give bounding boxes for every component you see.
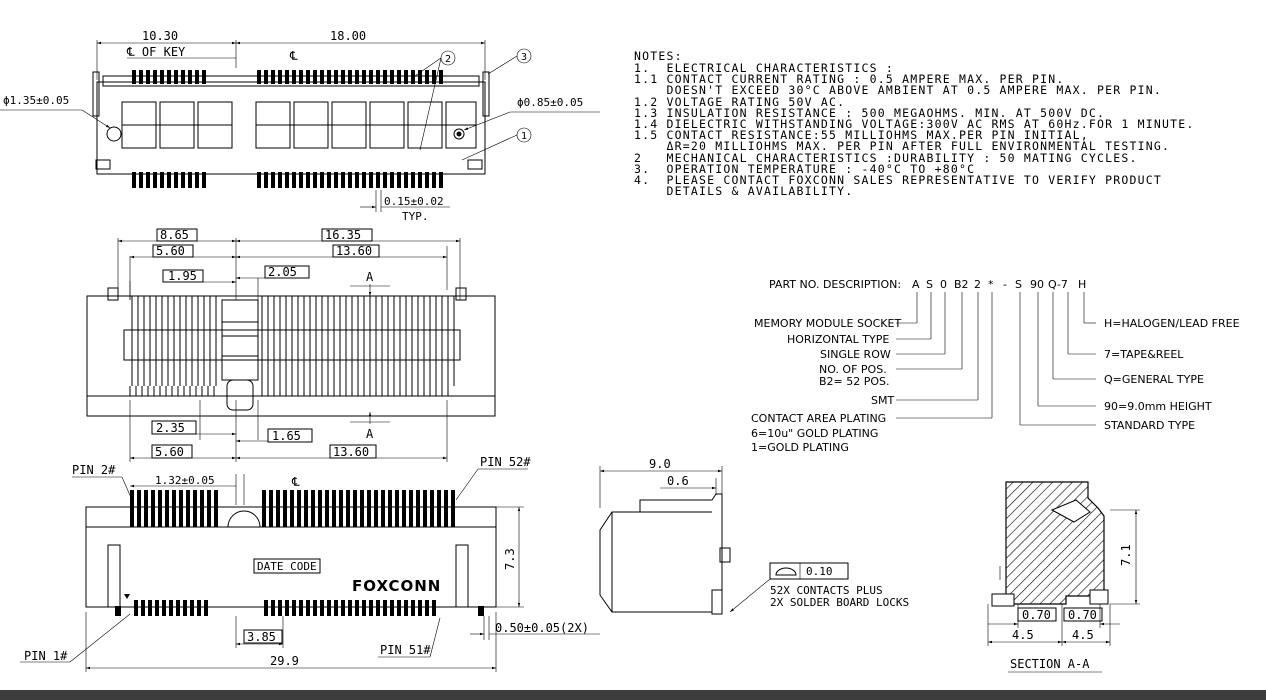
foxconn-logo: FOXCONN xyxy=(352,577,441,595)
dim-1-65: 1.65 xyxy=(272,429,301,443)
note-line: ΔR=20 MILLIOHMS MAX. PER PIN AFTER FULL … xyxy=(634,139,1170,153)
part-option: 90=9.0mm HEIGHT xyxy=(1104,400,1212,413)
part-code: S xyxy=(926,278,933,291)
part-label: SMT xyxy=(871,394,894,407)
note-line: 2 MECHANICAL CHARACTERISTICS :DURABILITY… xyxy=(634,151,1138,165)
flatness-value: 0.10 xyxy=(806,565,833,578)
front-view: 8.65 16.35 5.60 13.60 1.95 2.05 A xyxy=(86,228,496,462)
dim-18-00: 18.00 xyxy=(330,29,366,43)
part-code: 2 xyxy=(974,278,981,291)
dim-13-60: 13.60 xyxy=(336,244,372,258)
dim-4-5-b: 4.5 xyxy=(1072,628,1094,642)
dim-4-5-a: 4.5 xyxy=(1012,628,1034,642)
part-label: NO. OF POS. xyxy=(819,363,887,376)
section-marker-bottom: A xyxy=(366,427,374,441)
note-line: DETAILS & AVAILABILITY. xyxy=(634,184,853,198)
typ-label: TYP. xyxy=(402,210,429,223)
part-label: B2= 52 POS. xyxy=(819,375,890,388)
part-label: SINGLE ROW xyxy=(820,348,891,361)
pin2-label: PIN 2# xyxy=(72,463,116,477)
svg-text:3: 3 xyxy=(521,52,527,63)
section-a-a: 7.1 0.70 0.70 4.5 4.5 SECTION A-A xyxy=(987,481,1140,673)
part-label: 6=10u" GOLD PLATING xyxy=(751,427,878,440)
dim-5-60: 5.60 xyxy=(156,244,185,258)
pin52-label: PIN 52# xyxy=(480,455,531,469)
svg-text:2: 2 xyxy=(445,54,451,65)
pitch-1-32: 1.32±0.05 xyxy=(155,474,215,487)
front-contact-fingers xyxy=(123,296,461,396)
dim-13-60-lower: 13.60 xyxy=(333,445,369,459)
dim-2-35: 2.35 xyxy=(156,421,185,435)
dim-7-1: 7.1 xyxy=(1119,544,1133,566)
part-code: A xyxy=(912,278,920,291)
dim-8-65: 8.65 xyxy=(160,228,189,242)
note-line: 1.2 VOLTAGE RATING 50V AC. xyxy=(634,95,845,109)
dim-29-9: 29.9 xyxy=(270,654,299,668)
part-label: HORIZONTAL TYPE xyxy=(787,333,889,346)
note-line: 3. OPERATION TEMPERATURE : -40°C TO +80°… xyxy=(634,162,975,176)
date-code: DATE CODE xyxy=(257,560,317,573)
part-option: STANDARD TYPE xyxy=(1104,419,1195,432)
hole-small-dim: ϕ0.85±0.05 xyxy=(517,96,583,109)
part-option: 7=TAPE&REEL xyxy=(1104,348,1184,361)
dim-9-0: 9.0 xyxy=(649,457,671,471)
part-code: - xyxy=(1003,278,1007,291)
part-label: MEMORY MODULE SOCKET xyxy=(754,317,901,330)
dim-7-3: 7.3 xyxy=(503,548,517,570)
pin1-label: PIN 1# xyxy=(24,649,68,663)
cl-of-key-label: ℄ OF KEY xyxy=(126,45,186,59)
part-code: * xyxy=(988,278,994,291)
dim-0-70-b: 0.70 xyxy=(1068,608,1097,622)
dim-0-6: 0.6 xyxy=(667,474,689,488)
notes-block: NOTES:1. ELECTRICAL CHARACTERISTICS :1.1… xyxy=(634,49,1195,198)
part-label: CONTACT AREA PLATING xyxy=(751,412,886,425)
part-label: 1=GOLD PLATING xyxy=(751,441,849,454)
rear-view: PIN 2# PIN 52# 1.32±0.05 ℄ DATE CODE FOX… xyxy=(20,455,600,672)
part-code: S xyxy=(1015,278,1022,291)
note-line: 1.1 CONTACT CURRENT RATING : 0.5 AMPERE … xyxy=(634,72,1065,86)
note-line: DOESN'T EXCEED 30°C ABOVE AMBIENT AT 0.5… xyxy=(634,83,1162,97)
top-upper-contacts xyxy=(132,70,443,84)
top-lower-contacts xyxy=(132,172,443,188)
hole-large-dim: ϕ1.35±0.05 xyxy=(3,94,69,107)
centerline-label: ℄ xyxy=(289,49,298,63)
rear-upper-contacts xyxy=(130,490,455,527)
part-option: H=HALOGEN/LEAD FREE xyxy=(1104,317,1240,330)
part-code: 0 xyxy=(940,278,947,291)
section-marker-top: A xyxy=(366,270,374,284)
note-line: 1. ELECTRICAL CHARACTERISTICS : xyxy=(634,61,894,75)
dim-10-30: 10.30 xyxy=(142,29,178,43)
note-line: 1.4 DIELECTRIC WITHSTANDING VOLTAGE:300V… xyxy=(634,117,1195,131)
part-code: Q-7 xyxy=(1048,278,1068,291)
dim-2-05: 2.05 xyxy=(268,265,297,279)
note-line: 4. PLEASE CONTACT FOXCONN SALES REPRESEN… xyxy=(634,173,1162,187)
part-option: Q=GENERAL TYPE xyxy=(1104,373,1204,386)
rear-lower-contacts xyxy=(134,600,436,616)
contacts-note-2: 2X SOLDER BOARD LOCKS xyxy=(770,596,909,609)
section-title: SECTION A-A xyxy=(1010,657,1090,671)
dim-16-35: 16.35 xyxy=(325,228,361,242)
note-line: NOTES: xyxy=(634,49,683,63)
part-code: 90 xyxy=(1030,278,1044,291)
dim-0-50: 0.50±0.05(2X) xyxy=(495,621,589,635)
svg-text:1: 1 xyxy=(521,131,527,142)
top-view: 10.30 18.00 ℄ OF KEY ℄ xyxy=(0,29,600,223)
note-line: 1.5 CONTACT RESISTANCE:55 MILLIOHMS MAX.… xyxy=(634,128,1089,142)
part-code: B2 xyxy=(954,278,969,291)
note-line: 1.3 INSULATION RESISTANCE : 500 MEGAOHMS… xyxy=(634,106,1105,120)
centerline-label-rear: ℄ xyxy=(291,475,300,489)
dim-5-60-lower: 5.60 xyxy=(155,445,184,459)
contacts-note-1: 52X CONTACTS PLUS xyxy=(770,584,883,597)
part-number-heading: PART NO. DESCRIPTION: xyxy=(769,278,901,291)
dim-3-85: 3.85 xyxy=(247,630,276,644)
pitch-dim: 0.15±0.02 xyxy=(384,195,444,208)
dim-0-70-a: 0.70 xyxy=(1022,608,1051,622)
side-view: 9.0 0.6 0.10 52X CONTACTS PLUS 2X SOLDER… xyxy=(599,457,909,615)
bottom-bar xyxy=(0,690,1266,700)
part-code: H xyxy=(1078,278,1086,291)
pin51-label: PIN 51# xyxy=(380,643,431,657)
dim-1-95: 1.95 xyxy=(168,269,197,283)
